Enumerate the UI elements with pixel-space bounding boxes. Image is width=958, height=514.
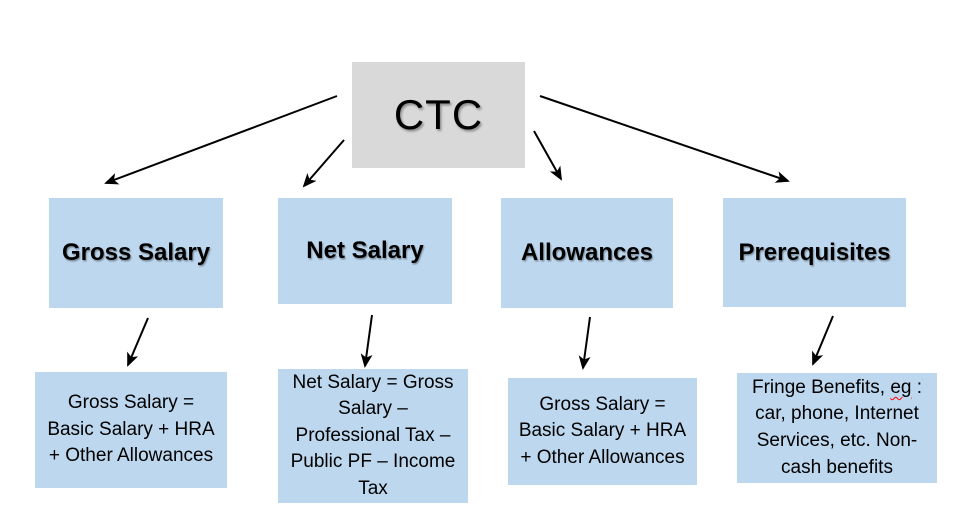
arrow-net-salary-to-net-salary-formula — [360, 314, 373, 368]
node-ctc: CTC — [352, 62, 525, 168]
formula-net-salary-text: Net Salary = Gross Salary – Professional… — [290, 371, 456, 499]
node-allowances: Allowances — [501, 198, 673, 308]
arrow-ctc-to-prerequisites — [539, 95, 790, 183]
node-allowances-label: Allowances — [520, 239, 654, 266]
formula-gross-salary-text: Gross Salary = Basic Salary + HRA + Othe… — [47, 392, 215, 467]
node-gross-salary-label: Gross Salary — [61, 239, 211, 266]
node-prerequisites-label: Prerequisites — [738, 238, 891, 266]
formula-prerequisites-text: Fringe Benefits, eg : car, phone, Intern… — [752, 375, 922, 481]
formula-prerequisites-after: : car, phone, Internet Services, etc. No… — [755, 376, 923, 478]
node-ctc-label: CTC — [393, 91, 484, 138]
formula-allowances-text: Gross Salary = Basic Salary + HRA + Othe… — [518, 393, 687, 468]
misspelled-word: eg — [890, 376, 912, 398]
formula-net-salary: Net Salary = Gross Salary – Professional… — [278, 369, 468, 503]
arrow-ctc-to-net-salary — [302, 139, 345, 188]
formula-allowances: Gross Salary = Basic Salary + HRA + Othe… — [508, 378, 697, 485]
node-net-salary: Net Salary — [278, 198, 452, 304]
arrow-ctc-to-allowances — [533, 130, 562, 181]
node-prerequisites: Prerequisites — [723, 198, 906, 307]
formula-prerequisites-before: Fringe Benefits, — [751, 376, 891, 398]
arrow-allowances-to-allowances-formula — [578, 316, 591, 370]
node-net-salary-label: Net Salary — [306, 237, 424, 264]
arrow-gross-salary-to-gross-salary-formula — [127, 317, 149, 367]
node-gross-salary: Gross Salary — [49, 198, 223, 308]
arrow-prerequisites-to-prerequisites-formula — [812, 315, 834, 366]
arrow-ctc-to-gross-salary — [104, 95, 338, 185]
formula-prerequisites: Fringe Benefits, eg : car, phone, Intern… — [737, 373, 937, 483]
formula-gross-salary: Gross Salary = Basic Salary + HRA + Othe… — [35, 372, 227, 488]
